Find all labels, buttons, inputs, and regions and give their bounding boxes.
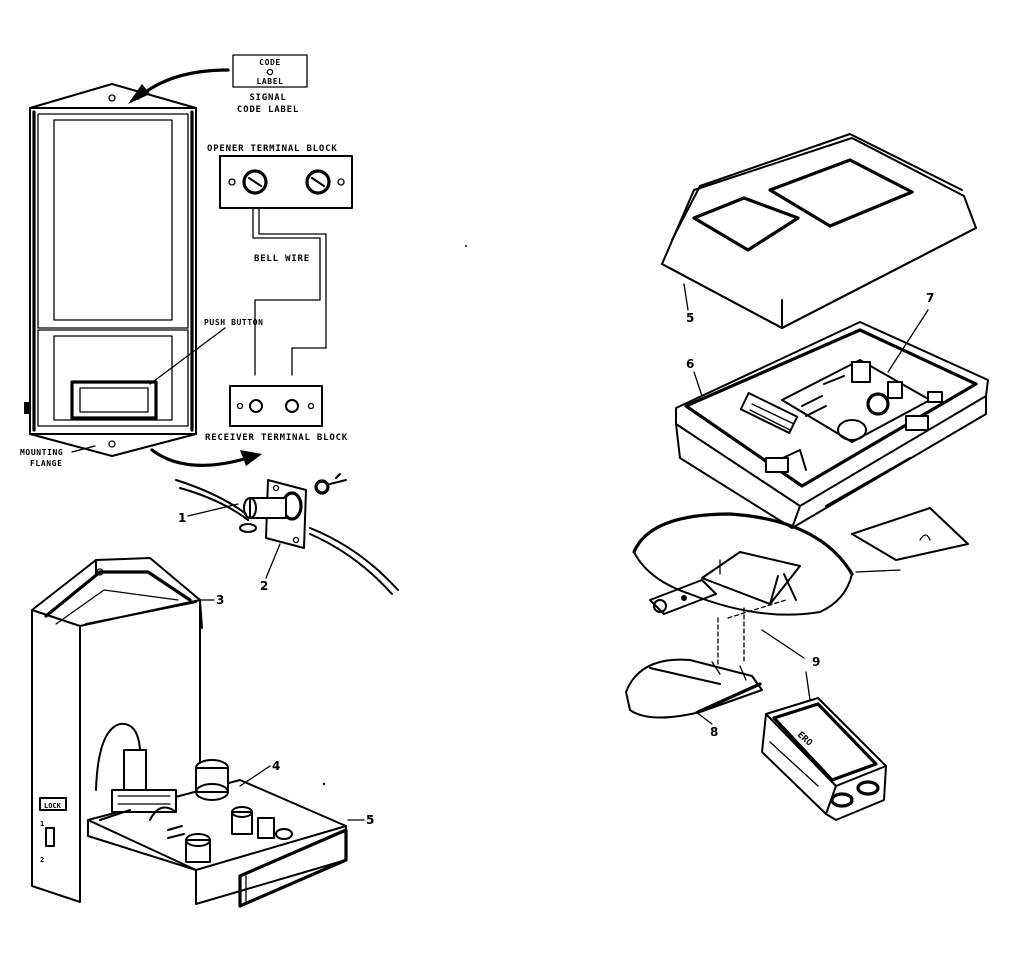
bell-wire — [252, 207, 327, 376]
part-number-1: 1 — [178, 511, 186, 525]
transmitter-underside — [632, 512, 901, 616]
part-number-4: 4 — [272, 759, 280, 773]
code-label-line2: LABEL — [256, 77, 283, 86]
svg-text:LOCK: LOCK — [44, 802, 62, 810]
opener-terminal-block-label: OPENER TERMINAL BLOCK — [207, 144, 338, 154]
key-switch-assembly — [175, 473, 399, 595]
assembly-guide-lines — [717, 599, 787, 665]
code-label-box: CODE LABEL — [232, 54, 308, 88]
part-number-6-lid: 5 — [686, 311, 694, 325]
push-button-label: PUSH BUTTON — [204, 318, 264, 327]
svg-text:1: 1 — [40, 820, 44, 828]
part-number-5: 5 — [366, 813, 374, 827]
receiver-open-housing: LOCK 1 2 — [31, 557, 348, 908]
signal-code-label-line1: SIGNAL — [249, 93, 286, 103]
part-number-9: 9 — [812, 655, 820, 669]
code-label-line1: CODE — [259, 58, 281, 67]
part-number-7: 7 — [926, 291, 934, 305]
belt-clip — [625, 658, 763, 719]
battery: ERO — [761, 697, 887, 821]
receiver-front-view — [24, 83, 197, 457]
transmitter-base — [675, 321, 989, 529]
part-number-6-base: 6 — [686, 357, 694, 371]
part-number-8: 8 — [710, 725, 718, 739]
mounting-flange-label-line2: FLANGE — [30, 459, 63, 468]
signal-code-label-line2: CODE LABEL — [237, 105, 299, 115]
push-button-leader — [149, 327, 226, 385]
battery-door-sheet — [851, 507, 969, 561]
bell-wire-label: BELL WIRE — [254, 254, 310, 264]
opener-terminal-block — [219, 155, 353, 209]
arrow-to-code-label — [128, 68, 230, 104]
transmitter-lid — [661, 133, 977, 329]
part-number-3: 3 — [216, 593, 224, 607]
svg-text:2: 2 — [40, 856, 44, 864]
receiver-terminal-block — [229, 385, 323, 427]
receiver-terminal-block-label: RECEIVER TERMINAL BLOCK — [205, 433, 348, 443]
mounting-flange-label-line1: MOUNTING — [20, 448, 63, 457]
part-number-2: 2 — [260, 579, 268, 593]
arrow-to-receiver-block — [150, 448, 262, 467]
